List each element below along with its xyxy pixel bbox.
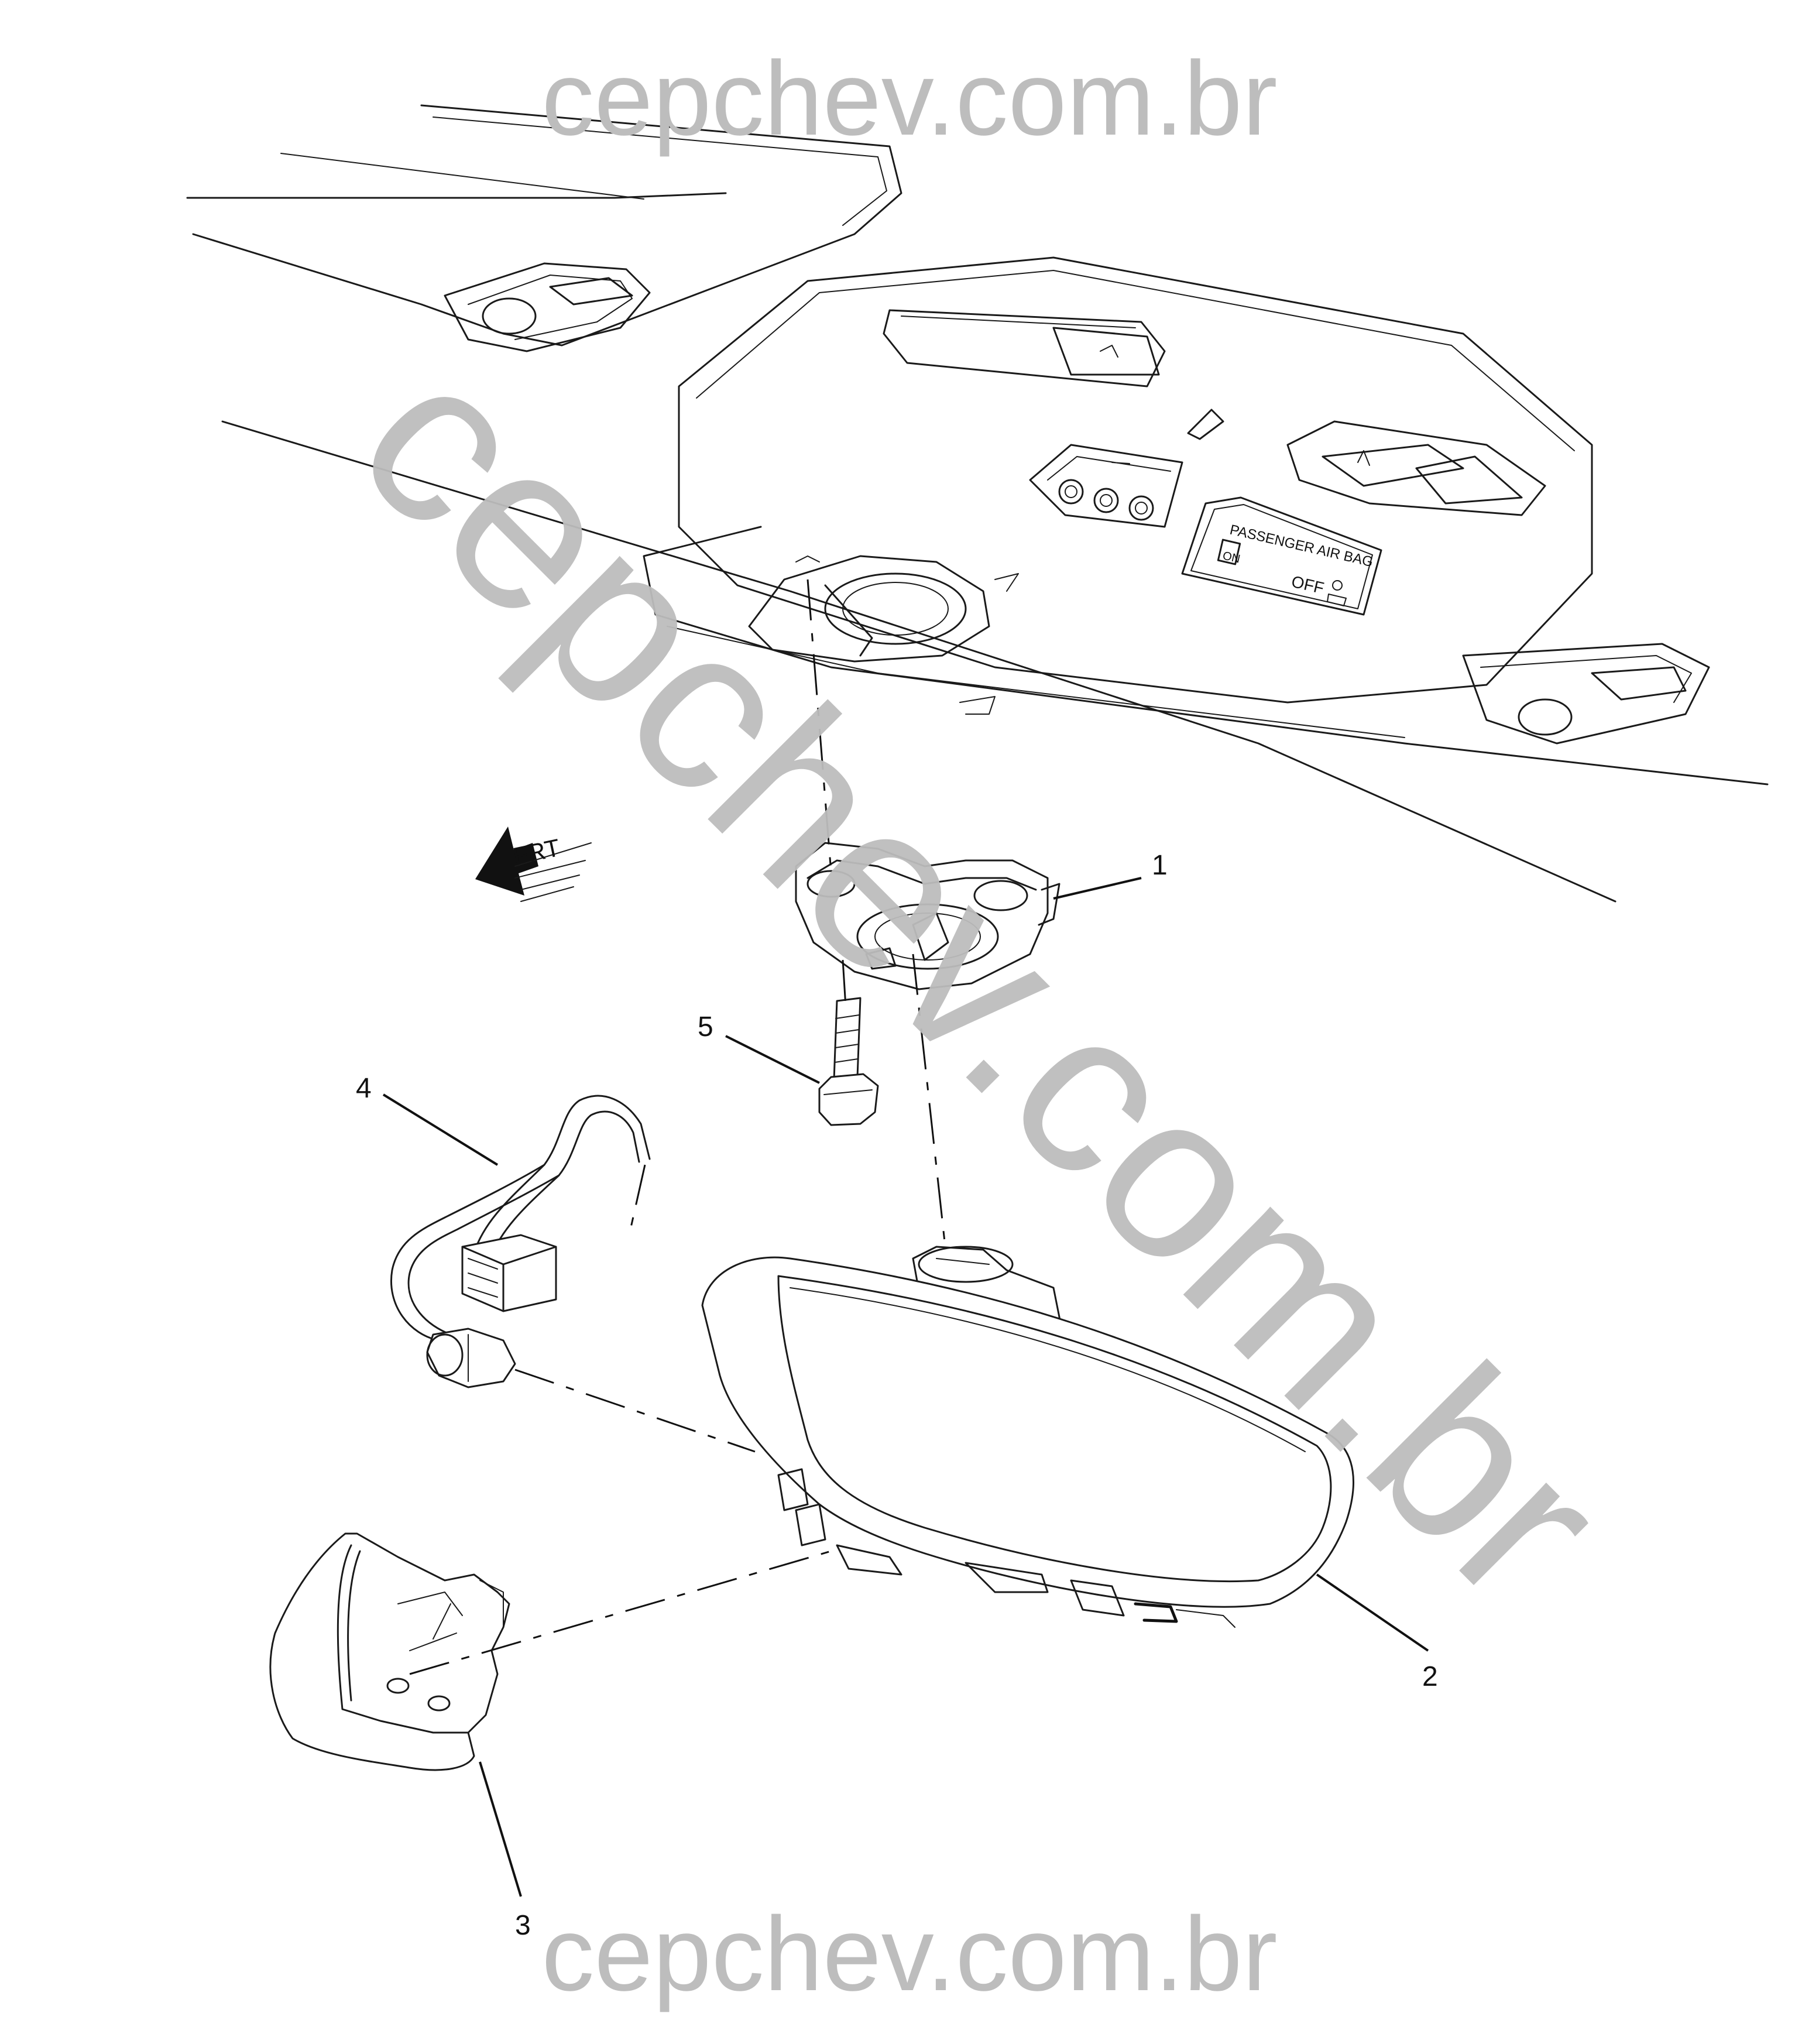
watermark-top: cepchev.com.br <box>541 40 1277 157</box>
overhead-console <box>678 256 1593 704</box>
assembly-lines <box>409 579 946 1675</box>
passenger-airbag-indicator: PASSENGER AIR BAG ON OFF <box>1181 496 1382 616</box>
callout-1: 1 <box>1152 850 1168 881</box>
mirror-mount-socket <box>748 555 1019 715</box>
front-arrow-icon <box>475 826 538 896</box>
callout-4: 4 <box>356 1073 372 1104</box>
roof-headliner <box>186 104 1769 903</box>
airbag-title: PASSENGER AIR BAG <box>1228 522 1375 571</box>
watermark-bottom: cepchev.com.br <box>541 1895 1277 2013</box>
part-2-rearview-mirror <box>701 1246 1354 1628</box>
airbag-off-label: OFF <box>1290 572 1326 598</box>
front-label: FRT <box>510 834 562 870</box>
part-1-mount-bracket <box>795 842 1060 990</box>
callout-3: 3 <box>515 1910 531 1941</box>
switch-button-3 <box>1128 495 1154 521</box>
part-5-screw <box>818 997 879 1126</box>
switch-button-1 <box>1058 479 1084 505</box>
part-4-wiring-harness <box>390 1095 651 1388</box>
part-3-wire-cover <box>269 1532 510 1771</box>
switch-button-2 <box>1093 488 1119 513</box>
front-direction-indicator: FRT <box>475 826 592 902</box>
callout-leaders <box>382 877 1429 1897</box>
airbag-seat-icon <box>1327 580 1347 606</box>
callout-5: 5 <box>698 1011 713 1042</box>
callout-2: 2 <box>1422 1661 1438 1692</box>
switch-panel <box>1029 444 1183 528</box>
